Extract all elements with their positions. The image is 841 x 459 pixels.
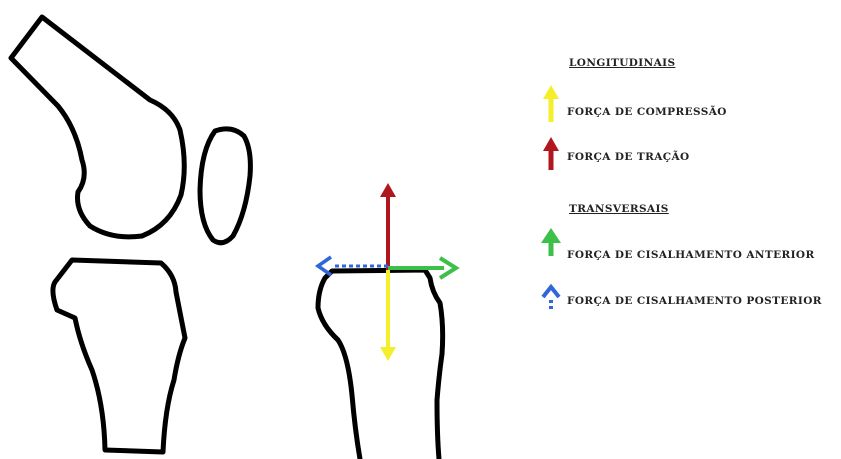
tibia-outline [53,260,185,452]
traction-arrow-icon [543,137,559,170]
anterior-shear-arrow-icon [541,228,561,256]
tibia-center-outline [318,270,443,459]
anterior-shear-arrow [388,258,456,278]
legend-icons [541,85,561,312]
posterior-shear-label: FORÇA DE CISALHAMENTO POSTERIOR [567,295,822,307]
knee-lateral-view [11,17,250,452]
tibia-forces-view [318,183,456,459]
patella-outline [200,129,250,243]
longitudinal-heading: LONGITUDINAIS [569,57,675,69]
posterior-shear-arrow-icon [543,287,559,312]
anterior-shear-label: FORÇA DE CISALHAMENTO ANTERIOR [567,249,815,261]
compression-label: FORÇA DE COMPRESSÃO [567,106,727,118]
compression-arrow [380,270,396,361]
traction-arrow [380,183,396,270]
transverse-heading: TRANSVERSAIS [569,203,669,215]
compression-arrow-icon [543,85,559,122]
traction-label: FORÇA DE TRAÇÃO [567,151,690,163]
femur-outline [11,17,184,237]
